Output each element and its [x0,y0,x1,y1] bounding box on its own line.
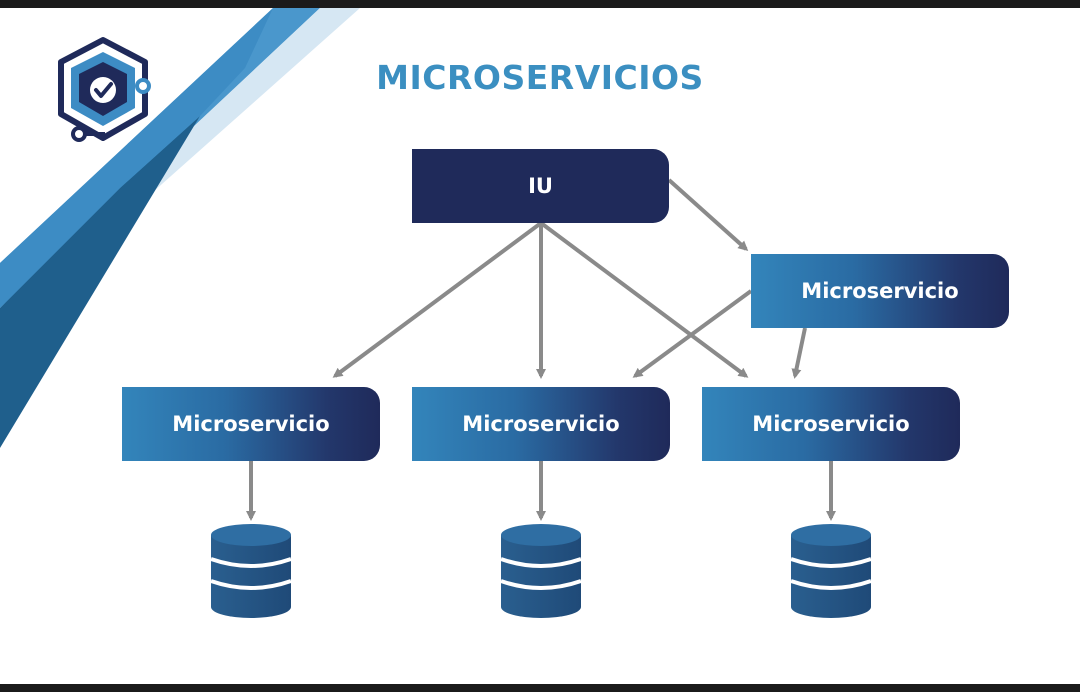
node-service-1: Microservicio [122,387,380,461]
database-1 [210,524,292,618]
node-service-right-label: Microservicio [801,279,959,303]
diagram-graphics [0,8,872,618]
node-ui: IU [412,149,669,223]
shield-check-icon [58,37,151,142]
database-3 [790,524,872,618]
edge-service-right-to-service-3 [791,327,807,379]
edge-ui-to-service-3 [539,221,749,378]
bottom-frame-bar [0,684,1080,692]
node-service-2-label: Microservicio [462,412,620,436]
edge-service-right-to-service-2 [632,289,753,378]
node-service-3-label: Microservicio [752,412,910,436]
node-service-3: Microservicio [702,387,960,461]
edges [246,178,836,521]
diagram-canvas: MICROSERVICIOS IU Microservicio Microser… [0,8,1080,684]
edge-ui-to-service-right [667,178,749,252]
database-2 [500,524,582,618]
decorative-banner [0,8,360,448]
diagram-title: MICROSERVICIOS [376,58,704,97]
node-service-2: Microservicio [412,387,670,461]
node-service-right: Microservicio [751,254,1009,328]
node-ui-label: IU [528,174,553,198]
edge-ui-to-service-1 [332,221,543,378]
top-frame-bar [0,0,1080,8]
node-service-1-label: Microservicio [172,412,330,436]
